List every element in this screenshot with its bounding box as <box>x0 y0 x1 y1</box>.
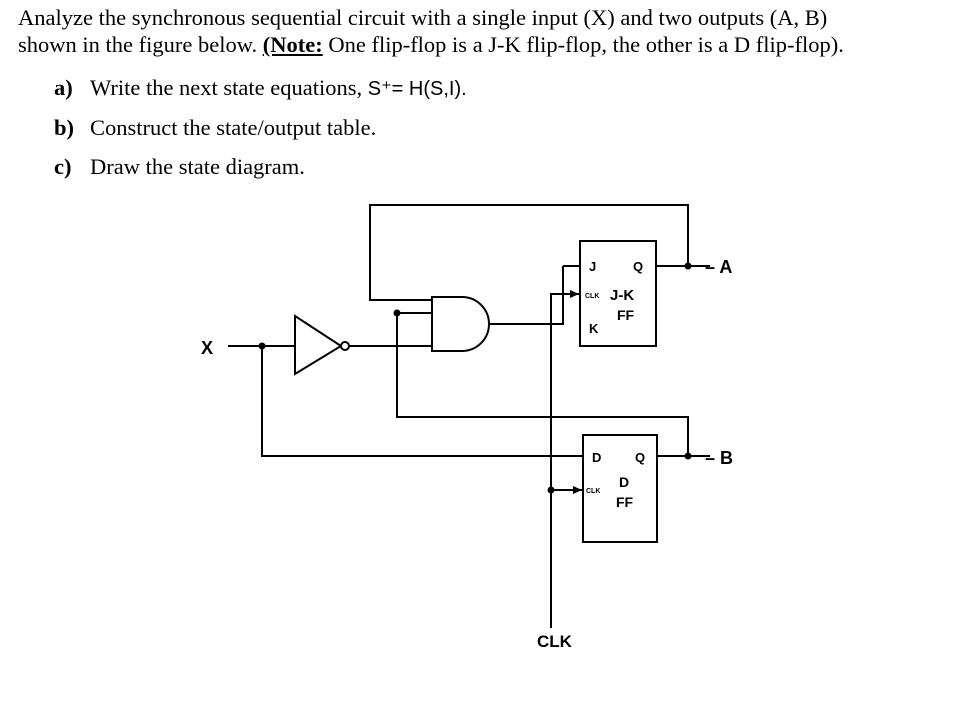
question-b-text: Construct the state/output table. <box>90 115 377 140</box>
problem-line-1: Analyze the synchronous sequential circu… <box>18 5 828 30</box>
d-d-label: D <box>592 450 601 465</box>
question-b: b) Construct the state/output table. <box>54 115 376 141</box>
jk-clk-label: CLK <box>585 293 599 300</box>
problem-statement: Analyze the synchronous sequential circu… <box>18 4 948 58</box>
x-to-d-wire <box>261 346 583 457</box>
junction-dot-and <box>393 309 401 317</box>
inverter-bubble <box>340 341 350 351</box>
junction-dot-a <box>684 262 692 270</box>
output-b-text: B <box>720 448 733 468</box>
input-label-x: X <box>201 338 213 358</box>
d-q-label: Q <box>635 450 645 465</box>
question-c: c) Draw the state diagram. <box>54 154 305 180</box>
junction-dot-b <box>684 452 692 460</box>
junction-dot-clk <box>547 486 555 494</box>
question-a-tag: a) <box>54 75 73 100</box>
question-a-formula: S⁺= H(S,I). <box>367 78 467 100</box>
jk-name-label: J-K <box>610 287 634 304</box>
k-input-wire <box>490 266 564 325</box>
jk-ff-label: FF <box>617 307 635 323</box>
note-label: (Note: <box>262 32 323 57</box>
question-a: a) Write the next state equations, S⁺= H(… <box>54 75 467 101</box>
clock-label: CLK <box>537 632 573 651</box>
question-b-tag: b) <box>54 115 75 140</box>
and-gate <box>431 296 490 352</box>
jk-q-label: Q <box>633 259 643 274</box>
output-a-text: A <box>719 257 732 277</box>
jk-j-label: J <box>589 259 596 274</box>
feedback-wire-a <box>369 204 689 301</box>
problem-line-2-end: One flip-flop is a J-K flip-flop, the ot… <box>322 32 844 57</box>
question-c-text: Draw the state diagram. <box>90 154 305 179</box>
question-c-tag: c) <box>54 154 72 179</box>
clock-wire <box>550 293 580 628</box>
inverter-gate <box>294 314 343 376</box>
output-label-a: – A <box>705 257 732 277</box>
feedback-wire-b <box>396 312 689 456</box>
question-a-text: Write the next state equations, <box>90 75 368 100</box>
problem-line-2: shown in the figure below. (Note: One fl… <box>18 31 948 58</box>
jk-clock-arrow <box>570 290 579 298</box>
jk-k-label: K <box>589 321 599 336</box>
d-clk-label: CLK <box>586 488 600 495</box>
d-name-label: D <box>619 474 629 490</box>
output-label-b: – B <box>705 448 733 468</box>
d-flip-flop <box>582 434 658 543</box>
d-clock-arrow <box>573 486 582 494</box>
junction-dot-x <box>258 342 266 350</box>
d-ff-label: FF <box>616 494 634 510</box>
problem-line-2-start: shown in the figure below. <box>18 32 263 57</box>
